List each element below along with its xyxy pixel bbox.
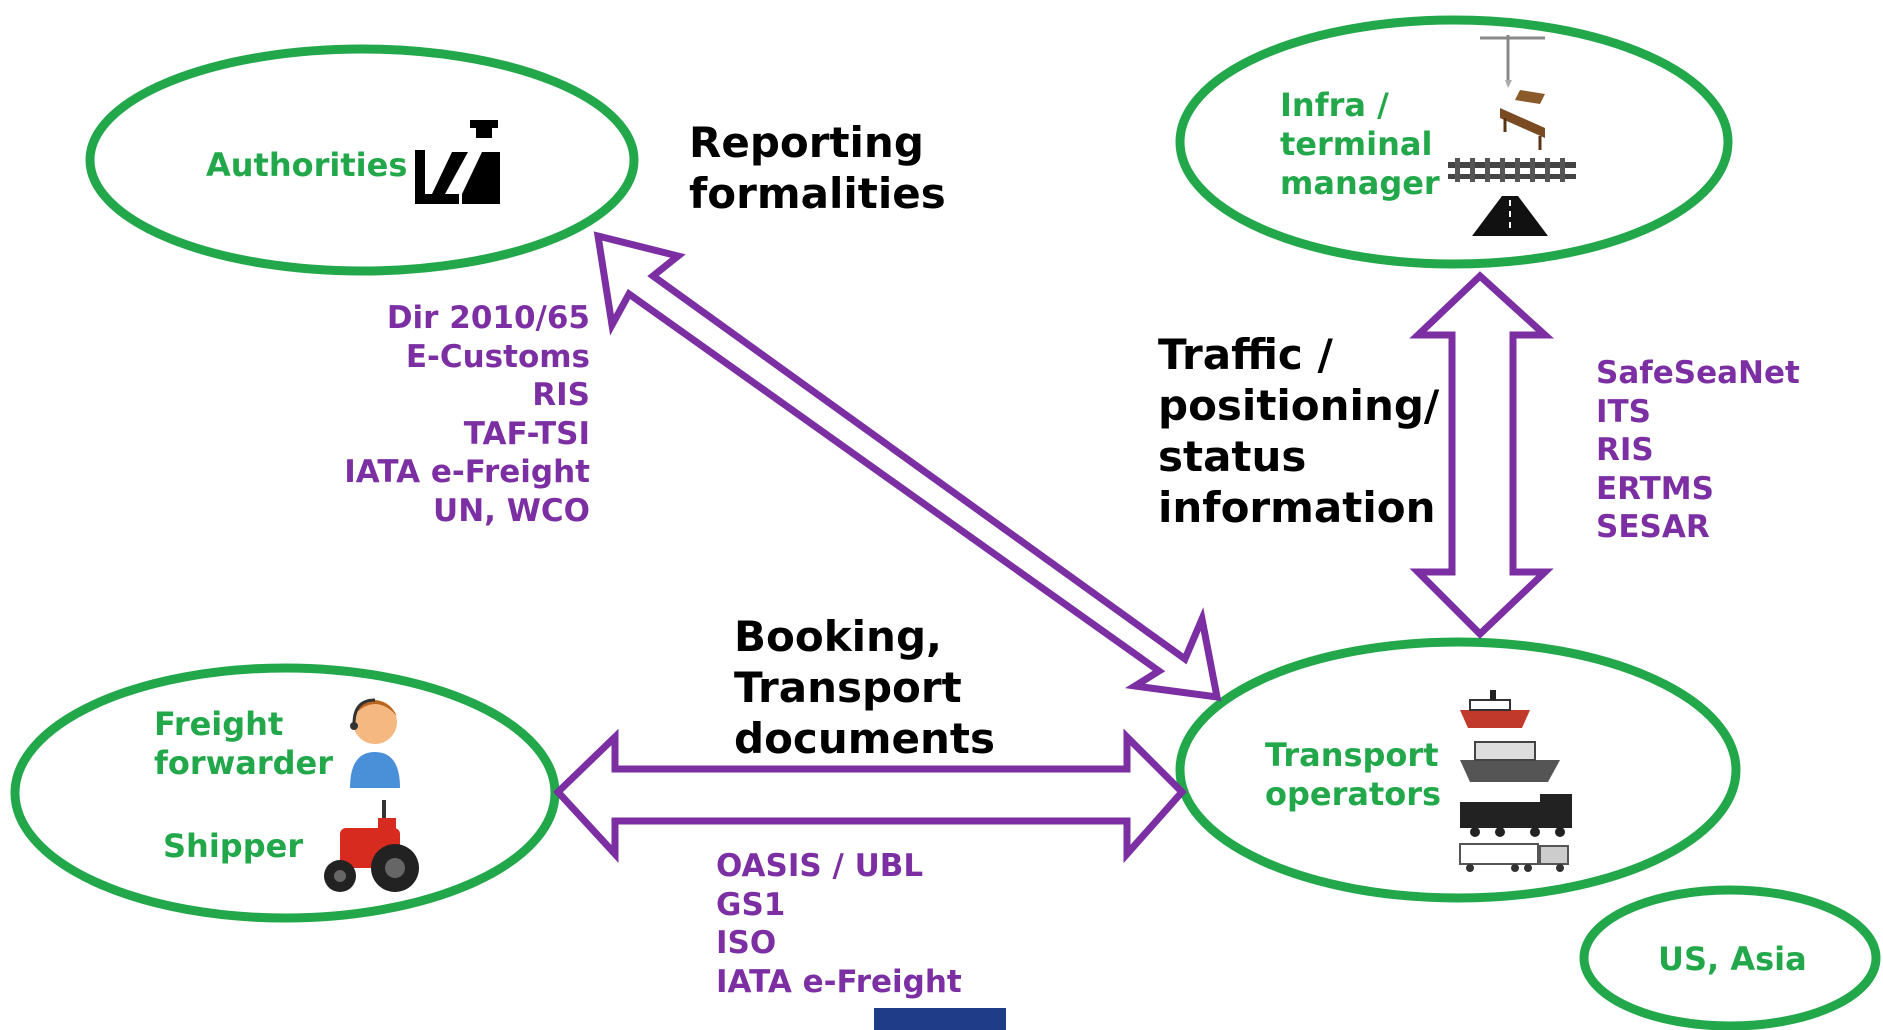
traffic-positioning-label: Traffic / positioning/ status informatio… <box>1158 330 1440 532</box>
booking-transport-documents-label: Booking, Transport documents <box>734 612 995 763</box>
booking-double-arrow <box>553 728 1187 864</box>
reporting-double-arrow <box>593 231 1222 702</box>
traffic-standards-list: SafeSeaNet ITS RIS ERTMS SESAR <box>1596 355 1800 545</box>
booking-standards-list: OASIS / UBL GS1 ISO IATA e-Freight <box>716 848 962 1000</box>
authorities-label: Authorities <box>206 146 408 184</box>
shipper-label: Shipper <box>163 827 304 865</box>
customs-officer-icon <box>415 120 500 204</box>
infrastructure-icon <box>1448 35 1576 236</box>
infra-ellipse <box>1175 15 1733 269</box>
reporting-standards-list: Dir 2010/65 E-Customs RIS TAF-TSI IATA e… <box>344 300 590 529</box>
us-asia-label: US, Asia <box>1658 940 1807 978</box>
transport-operators-ellipse <box>1175 637 1741 903</box>
us-asia-ellipse <box>1579 885 1881 1030</box>
operator-headset-icon <box>350 698 400 788</box>
tractor-icon <box>324 800 419 892</box>
authorities-ellipse <box>85 44 639 276</box>
transport-modes-icon <box>1459 690 1572 872</box>
footer-block <box>874 1008 1006 1030</box>
infra-terminal-manager-label: Infra / terminal manager <box>1280 86 1440 202</box>
reporting-formalities-label: Reporting formalities <box>689 118 946 218</box>
freight-forwarder-label: Freight forwarder <box>154 705 334 782</box>
traffic-double-arrow <box>1409 271 1555 639</box>
transport-operators-label: Transport operators <box>1265 736 1442 813</box>
